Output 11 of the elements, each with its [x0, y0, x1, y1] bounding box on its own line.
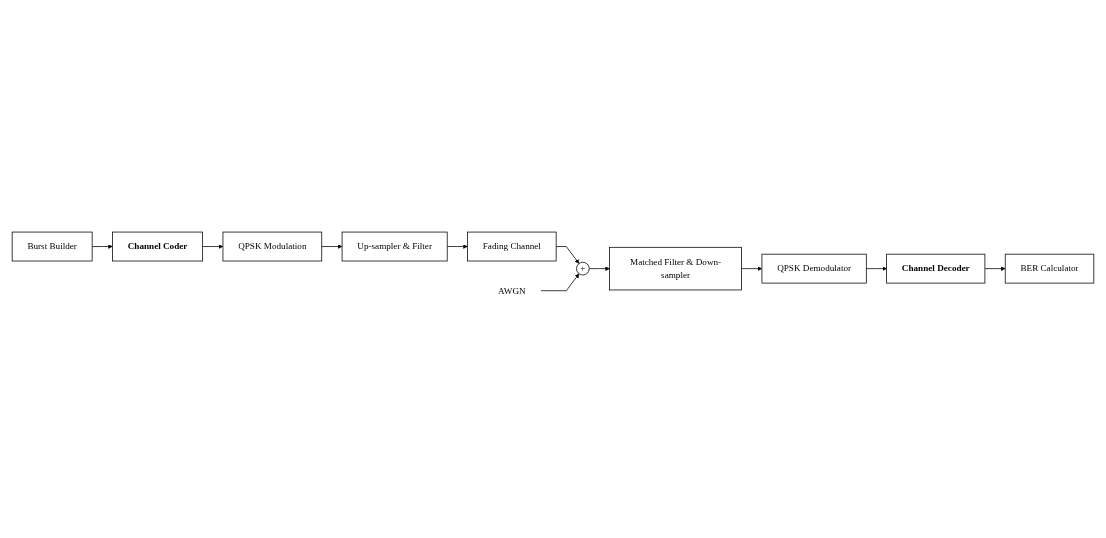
node-text: AWGN — [497, 285, 526, 296]
node-box: Matched Filter & Down-sampler — [609, 247, 742, 291]
node-box: Fading Channel — [467, 232, 557, 262]
node-box: BER Calculator — [1004, 254, 1095, 284]
node-box: Up-sampler & Filter — [341, 232, 448, 262]
node-box: Channel Decoder — [886, 254, 986, 284]
node-box: QPSK Modulation — [222, 232, 323, 262]
node-box: QPSK Demodulator — [761, 254, 867, 284]
node-box: Channel Coder — [112, 232, 203, 262]
node-circle: + — [576, 262, 590, 276]
node-box: Burst Builder — [11, 232, 93, 262]
